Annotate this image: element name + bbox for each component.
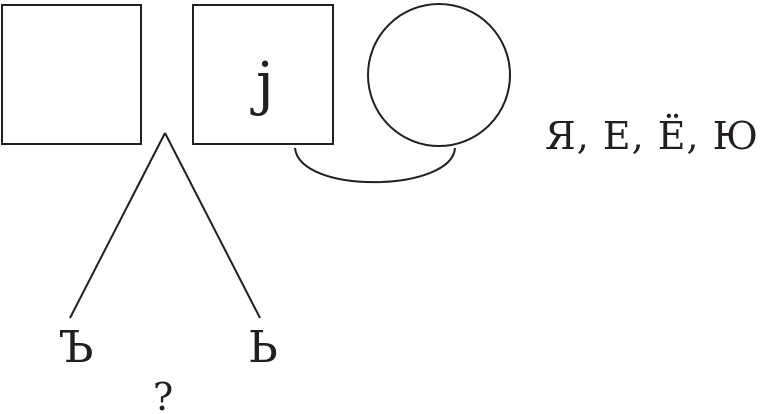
vowels-label: Я, Е, Ё, Ю (545, 114, 759, 158)
question-mark: ? (153, 375, 173, 414)
vowel-circle (367, 3, 511, 147)
j-sound-square (192, 4, 334, 145)
branch-line-left (69, 132, 166, 319)
hard-sign: Ъ (59, 322, 94, 373)
connecting-arc (294, 147, 456, 184)
branch-line-right (164, 132, 261, 319)
soft-sign: Ь (248, 322, 278, 373)
empty-sound-square (1, 4, 142, 145)
j-letter: j (250, 49, 274, 117)
